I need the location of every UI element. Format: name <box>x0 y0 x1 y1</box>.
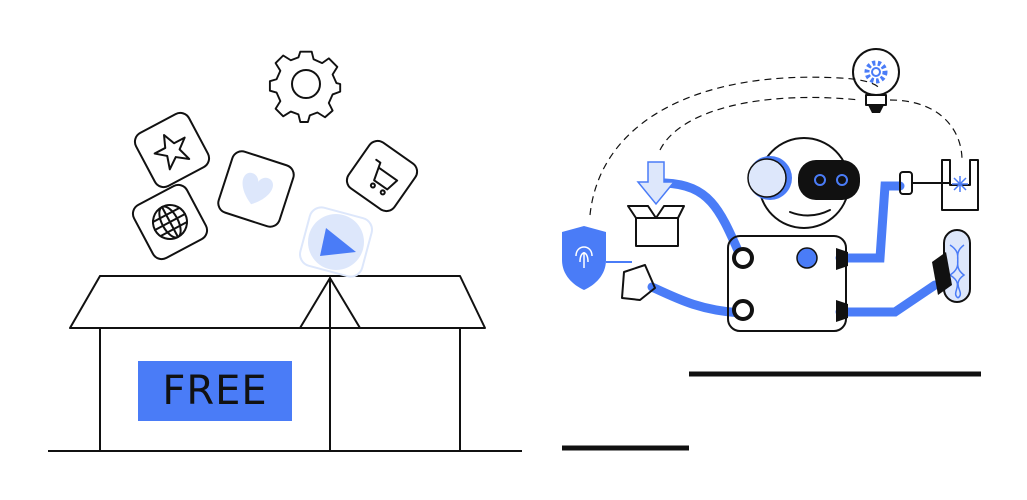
star-icon <box>133 111 211 189</box>
heart-icon <box>217 150 295 228</box>
download-box-icon <box>627 161 685 247</box>
laser-device <box>899 159 979 211</box>
cart-icon <box>345 139 419 213</box>
free-label: FREE <box>138 361 292 421</box>
shield-fingerprint-icon <box>562 226 632 290</box>
lightbulb-icon <box>852 48 900 113</box>
globe-icon <box>131 183 209 261</box>
play-icon <box>299 206 373 278</box>
test-tube-dna-icon <box>932 229 971 303</box>
robot-icon <box>727 137 860 332</box>
open-box <box>69 275 486 452</box>
gear-icon <box>268 50 342 123</box>
robot-hand-left <box>621 264 656 301</box>
